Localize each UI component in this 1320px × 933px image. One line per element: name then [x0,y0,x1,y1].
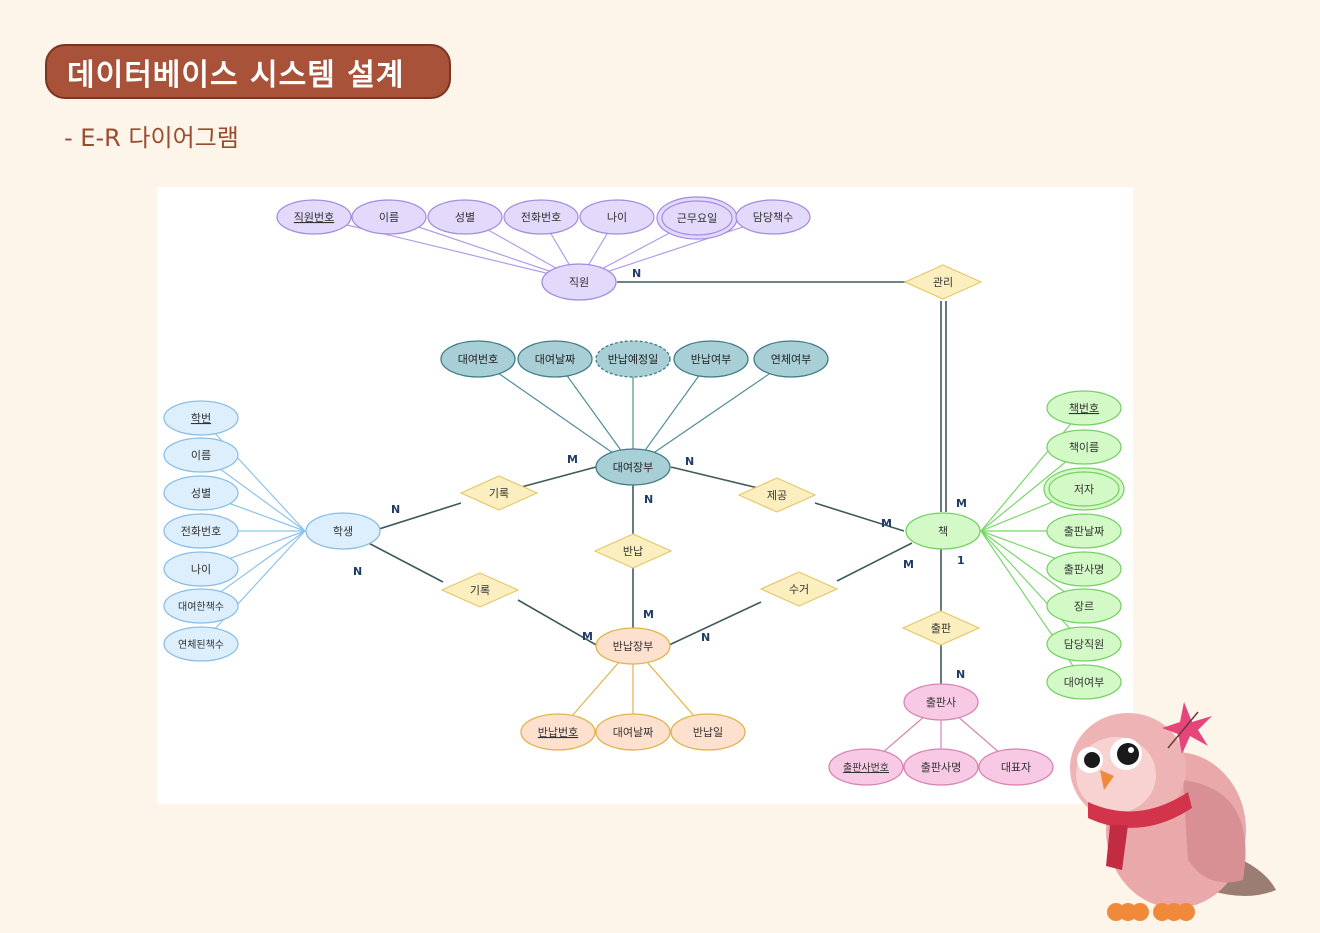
attribute-label: 이름 [191,449,211,462]
cardinality-label: M [881,517,892,530]
attribute-label: 전화번호 [181,525,221,538]
entity-publisher-label: 출판사 [926,696,956,709]
return-attributes: 반납번호 대여날짜 반납일 [520,713,746,751]
attribute-label: 대여날짜 [535,353,575,366]
attribute-label: 성별 [191,487,211,500]
owl-mascot-illustration [1058,690,1283,932]
attribute-label: 출판사명 [1064,563,1104,576]
attribute-label: 장르 [1074,600,1094,613]
book-attributes: 책번호 책이름 저자 출판날짜 출판사명 장르 담당직원 대여여부 [1043,390,1125,700]
entity-return-label: 반납장부 [613,640,653,653]
cardinality-label: N [644,493,653,506]
attribute-label: 반납예정일 [608,352,659,366]
attribute-label: 반납번호 [538,726,578,739]
relationship-record-1[interactable]: 기록 [459,475,539,511]
attribute-label: 나이 [607,211,627,224]
relationship-return-label: 반납 [623,545,643,558]
page-title: 데이터베이스 시스템 설계 [45,44,451,99]
relationship-collect[interactable]: 수거 [759,571,839,607]
attribute-label: 대여날짜 [613,726,653,739]
student-attributes: 학번 이름 성별 전화번호 나이 대여한책수 연체된책수 [163,400,239,662]
attribute-label: 담당책수 [753,211,793,224]
attribute-label: 전화번호 [521,211,561,224]
relationship-publish-label: 출판 [931,622,951,635]
relationship-collect-label: 수거 [789,583,809,596]
attribute-label: 출판사명 [921,761,961,774]
attribute-label: 대여한책수 [178,601,224,613]
cardinality-label: N [685,455,694,468]
attribute-label: 책번호 [1069,402,1099,415]
rental-attributes: 대여번호 대여날짜 반납예정일 반납여부 연체여부 [440,340,829,378]
attribute-label: 근무요일 [677,211,717,225]
attribute-label: 대여번호 [458,353,498,366]
cardinality-label: N [632,267,641,280]
relationship-record-1-label: 기록 [489,487,509,500]
attribute-label: 저자 [1074,483,1094,496]
relationship-return[interactable]: 반납 [593,533,673,569]
attribute-label: 이름 [379,211,399,224]
entity-publisher[interactable]: 출판사 [903,683,979,721]
relationship-publish[interactable]: 출판 [901,610,981,646]
attribute-label: 학번 [191,412,211,425]
cardinality-label: M [903,558,914,571]
relationship-provide[interactable]: 제공 [737,477,817,513]
cardinality-label: N [956,668,965,681]
cardinality-label: N [353,565,362,578]
cardinality-label: 1 [957,554,965,567]
attribute-label: 나이 [191,563,211,576]
attribute-label: 출판날짜 [1064,525,1104,538]
relationship-provide-label: 제공 [767,489,787,502]
publisher-attributes: 출판사번호 출판사명 대표자 [828,748,1054,786]
cardinality-label: M [643,608,654,621]
entity-student[interactable]: 학생 [305,512,381,550]
cardinality-label: M [567,453,578,466]
attribute-label: 대여여부 [1064,676,1104,689]
entity-book[interactable]: 책 [905,512,981,550]
relationship-record-2-label: 기록 [470,584,490,597]
employee-attributes: 직원번호 이름 성별 전화번호 나이 근무요일 담당책수 [276,196,811,240]
attribute-label: 직원번호 [294,211,334,224]
entity-student-label: 학생 [333,525,353,538]
er-diagram-canvas: 직원 대여장부 학생 책 반납장부 출판사 관리 기록 제공 반납 기록 [157,187,1133,804]
attribute-label: 출판사번호 [843,762,889,774]
attribute-label: 책이름 [1069,441,1099,454]
attribute-label: 연체여부 [771,353,811,366]
entity-employee[interactable]: 직원 [541,263,617,301]
attribute-label: 반납일 [693,725,723,739]
attribute-label: 대표자 [1001,761,1031,774]
cardinality-label: N [701,631,710,644]
entity-rental-label: 대여장부 [613,461,653,474]
entity-return[interactable]: 반납장부 [595,627,671,665]
relationship-manage-label: 관리 [933,276,953,289]
attribute-label: 담당직원 [1064,638,1104,651]
relationship-record-2[interactable]: 기록 [440,572,520,608]
entity-employee-label: 직원 [569,276,589,289]
entity-book-label: 책 [938,525,948,538]
relationship-manage[interactable]: 관리 [903,264,983,300]
page-title-text: 데이터베이스 시스템 설계 [67,57,405,93]
cardinality-label: N [391,503,400,516]
attribute-label: 연체된책수 [178,639,224,651]
cardinality-label: M [582,630,593,643]
cardinality-labels: N M M N N M N M N M N M 1 N [353,267,967,681]
attribute-label: 반납여부 [691,353,731,366]
attribute-label: 성별 [455,211,475,224]
entity-rental[interactable]: 대여장부 [595,448,671,486]
cardinality-label: M [956,497,967,510]
page-subtitle: - E-R 다이어그램 [64,124,239,152]
